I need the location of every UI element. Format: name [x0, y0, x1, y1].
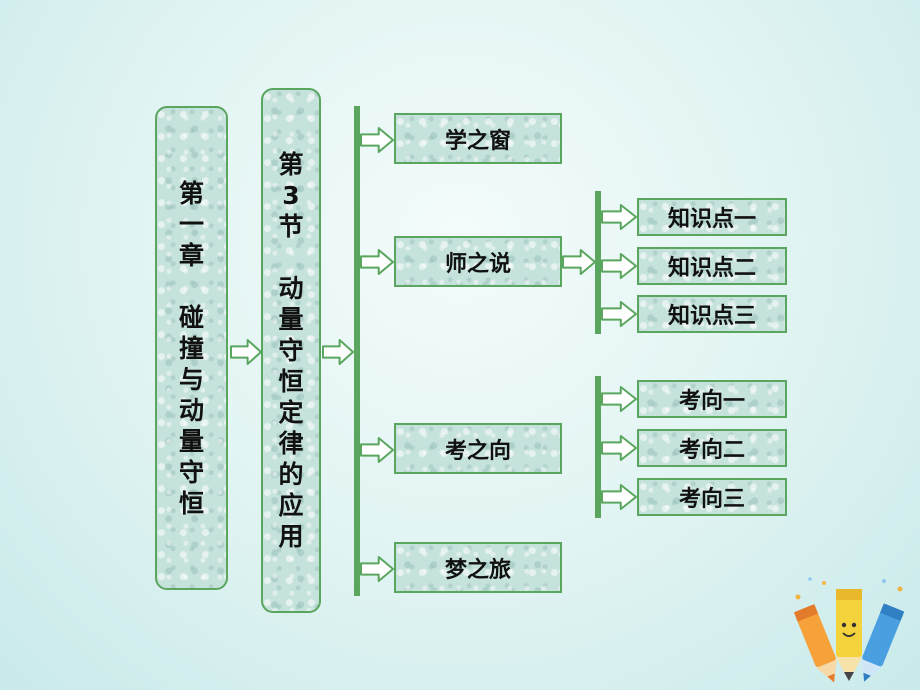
exam-direction-3-box: 考向三 [637, 478, 787, 516]
connector-arrow-icon [601, 386, 637, 412]
sub-bracket-knowledge [595, 191, 601, 334]
knowledge-point-label: 知识点一 [667, 207, 756, 232]
connector-arrow-icon [562, 249, 596, 275]
chapter-box: 第一章碰撞与动量守恒 [155, 106, 228, 590]
exam-direction-label: 考向二 [678, 438, 745, 463]
module-box-xuezhichuang: 学之窗 [394, 113, 562, 164]
pencils-icon [793, 577, 905, 683]
knowledge-point-3-box: 知识点三 [637, 295, 787, 333]
heading-title: 碰撞与动量守恒 [178, 302, 204, 518]
connector-arrow-icon [230, 339, 262, 365]
exam-direction-label: 考向一 [678, 389, 745, 414]
knowledge-point-label: 知识点三 [667, 304, 756, 329]
connector-arrow-icon [360, 556, 394, 582]
heading-title: 动量守恒定律的应用 [278, 274, 304, 551]
module-box-mengzhilv: 梦之旅 [394, 542, 562, 593]
module-label: 梦之旅 [444, 557, 511, 583]
sub-bracket-exam [595, 376, 601, 518]
heading-number: 第一章 [178, 178, 204, 270]
connector-arrow-icon [322, 339, 354, 365]
module-box-shizhishuo: 师之说 [394, 236, 562, 287]
connector-arrow-icon [360, 249, 394, 275]
connector-arrow-icon [601, 301, 637, 327]
connector-arrow-icon [601, 204, 637, 230]
exam-direction-2-box: 考向二 [637, 429, 787, 467]
exam-direction-1-box: 考向一 [637, 380, 787, 418]
module-box-kaozhixiang: 考之向 [394, 423, 562, 474]
knowledge-point-1-box: 知识点一 [637, 198, 787, 236]
knowledge-point-label: 知识点二 [667, 256, 756, 281]
connector-arrow-icon [601, 253, 637, 279]
knowledge-point-2-box: 知识点二 [637, 247, 787, 285]
connector-arrow-icon [601, 435, 637, 461]
exam-direction-label: 考向三 [678, 487, 745, 512]
connector-arrow-icon [360, 437, 394, 463]
module-label: 学之窗 [444, 128, 511, 154]
main-bracket [354, 106, 360, 596]
connector-arrow-icon [601, 484, 637, 510]
connector-arrow-icon [360, 127, 394, 153]
chapter-text: 第一章碰撞与动量守恒 [179, 178, 204, 519]
module-label: 考之向 [444, 438, 511, 464]
module-label: 师之说 [444, 251, 511, 277]
